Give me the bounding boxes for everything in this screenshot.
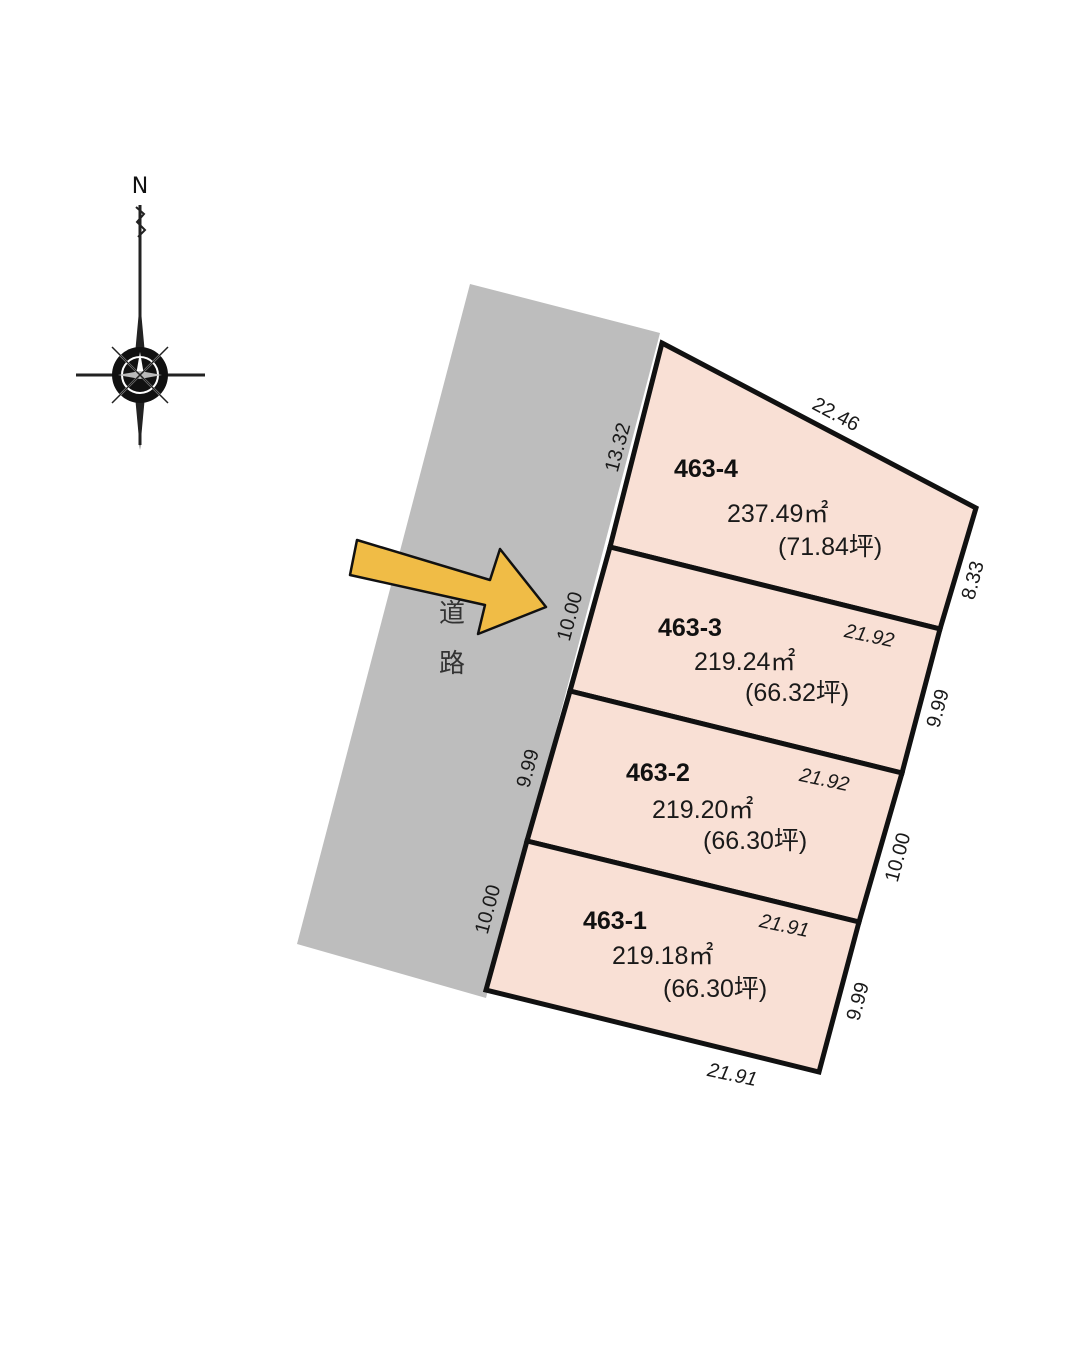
lot-463-1[interactable] bbox=[482, 837, 863, 1076]
north-label: N bbox=[132, 174, 148, 199]
dim-right-463-3: 9.99 bbox=[923, 687, 954, 730]
dim-right-463-1: 9.99 bbox=[843, 980, 874, 1023]
lot-area-tsubo: (66.32坪) bbox=[745, 679, 849, 707]
dim-bottom-edge: 21.91 bbox=[704, 1059, 759, 1091]
dim-right-463-4: 8.33 bbox=[958, 559, 989, 602]
lot-area-tsubo: (71.84坪) bbox=[778, 533, 882, 561]
road-area bbox=[297, 284, 660, 998]
lot-area-m2: 219.18㎡ bbox=[612, 942, 713, 970]
lot-id: 463-2 bbox=[626, 759, 690, 787]
dim-right-463-2: 10.00 bbox=[881, 830, 915, 884]
lot-id: 463-3 bbox=[658, 614, 722, 642]
lot-area-tsubo: (66.30坪) bbox=[703, 827, 807, 855]
lot-id: 463-4 bbox=[674, 455, 738, 483]
compass-icon: N bbox=[76, 174, 205, 450]
lot-id: 463-1 bbox=[583, 907, 647, 935]
road-label-bottom: 路 bbox=[439, 648, 465, 678]
lot-area-m2: 237.49㎡ bbox=[727, 500, 828, 528]
lot-area-tsubo: (66.30坪) bbox=[663, 975, 767, 1003]
road-label-top: 道 bbox=[439, 598, 465, 628]
pointer-arrow-icon bbox=[348, 538, 548, 636]
lot-area-m2: 219.24㎡ bbox=[694, 648, 795, 676]
lot-area-m2: 219.20㎡ bbox=[652, 796, 753, 824]
